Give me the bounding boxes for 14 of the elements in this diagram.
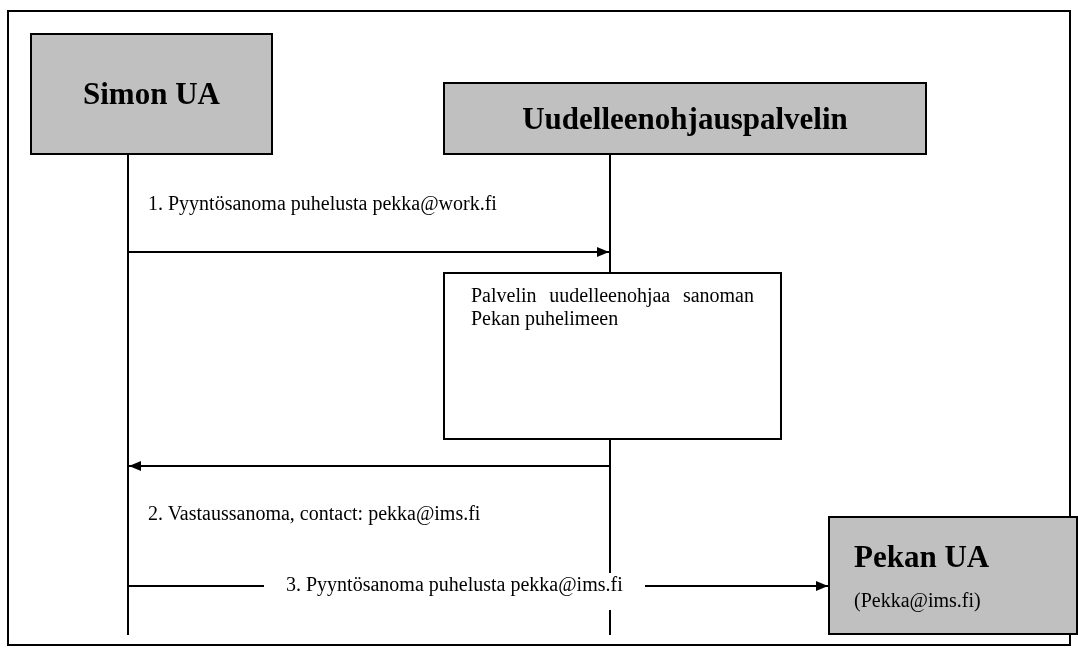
lifeline: [127, 155, 129, 635]
actor-name: Simon UA: [82, 76, 221, 112]
actor-box: [30, 33, 273, 155]
actor-box: [828, 516, 1078, 635]
lifeline: [609, 155, 611, 635]
address-text: (Pekka@ims.fi): [854, 589, 982, 612]
actor-box: [443, 82, 927, 155]
arrow: [128, 247, 610, 257]
edge-label: 3. Pyyntösanoma puhelusta pekka@ims.fi: [264, 573, 645, 596]
arrow: [128, 461, 610, 471]
note-text: Palvelin uudelleenohjaa sanoman Pekan puhelimeen: [471, 284, 754, 330]
note-box: [443, 272, 782, 440]
actor-name: Uudelleenohjauspalvelin: [521, 100, 849, 137]
actor-name: Pekan UA: [854, 539, 991, 575]
